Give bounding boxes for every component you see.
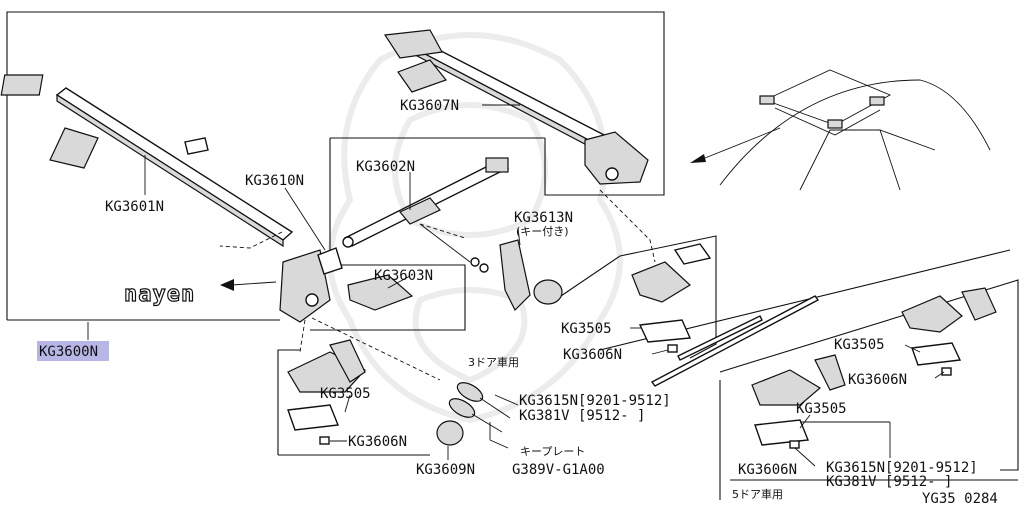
main-assembly-box xyxy=(6,11,665,320)
label-3door-kg3615n[interactable]: KG3615N[9201-9512] xyxy=(519,393,671,409)
label-kg3610n[interactable]: KG3610N xyxy=(245,173,304,189)
label-kg3607n[interactable]: KG3607N xyxy=(400,98,459,114)
label-kg3602n[interactable]: KG3602N xyxy=(356,159,415,175)
label-5door-caption: 5ドア車用 xyxy=(732,487,783,501)
label-kg3606n-a[interactable]: KG3606N xyxy=(563,347,622,363)
highlight-box xyxy=(37,341,109,361)
part-labels: KG3607N KG3601N KG3610N KG3602N KG3613N … xyxy=(39,98,998,507)
label-kg3613n-note: (キー付き) xyxy=(516,225,569,238)
label-kg3505-c[interactable]: KG3505 xyxy=(834,337,885,353)
car-roof-sketch xyxy=(690,69,991,191)
foot-bracket-part xyxy=(279,247,343,323)
lock-part xyxy=(419,223,563,312)
label-key-plate-code[interactable]: G389V-G1A00 xyxy=(512,462,605,478)
label-3door-kg381v[interactable]: KG381V [9512- ] xyxy=(519,408,645,424)
five-door-kit-parts xyxy=(751,287,997,449)
label-5door-kg3615n[interactable]: KG3615N[9201-9512] xyxy=(826,460,978,476)
label-key-plate: キープレート xyxy=(520,445,585,458)
label-kg3613n[interactable]: KG3613N xyxy=(514,210,573,226)
watermark-emblem xyxy=(327,32,623,424)
foot-kit-parts xyxy=(287,339,366,445)
lock-kit-parts xyxy=(631,243,712,353)
label-kg3601n[interactable]: KG3601N xyxy=(105,199,164,215)
label-3door-caption: 3ドア車用 xyxy=(468,355,519,369)
label-kg3606n-d[interactable]: KG3606N xyxy=(738,462,797,478)
label-kg3505-d[interactable]: KG3505 xyxy=(796,401,847,417)
label-kg3606n-c[interactable]: KG3606N xyxy=(848,372,907,388)
rail-strip xyxy=(650,295,820,387)
leader-lines xyxy=(87,104,945,467)
label-kg3505-b[interactable]: KG3505 xyxy=(320,386,371,402)
foot-kit-box xyxy=(277,349,300,455)
crossbar-part xyxy=(342,157,510,248)
label-5door-kg381v[interactable]: KG381V [9512- ] xyxy=(826,474,952,490)
diagram-code: YG35 0284 xyxy=(922,491,998,507)
roof-bar-front xyxy=(383,29,649,185)
label-kg3603n[interactable]: KG3603N xyxy=(374,268,433,284)
key-set xyxy=(436,382,511,446)
brand-logo: nayen xyxy=(123,279,277,308)
label-kg3600n[interactable]: KG3600N xyxy=(39,344,98,360)
roof-bar-rear xyxy=(0,74,294,248)
label-kg3606n-b[interactable]: KG3606N xyxy=(348,434,407,450)
label-kg3609n[interactable]: KG3609N xyxy=(416,462,475,478)
brand-logo-text: nayen xyxy=(124,282,195,307)
cap-box xyxy=(310,264,466,331)
label-kg3505-a[interactable]: KG3505 xyxy=(561,321,612,337)
assembly-dashed-lines xyxy=(219,189,656,381)
lock-kit-box xyxy=(554,235,717,359)
